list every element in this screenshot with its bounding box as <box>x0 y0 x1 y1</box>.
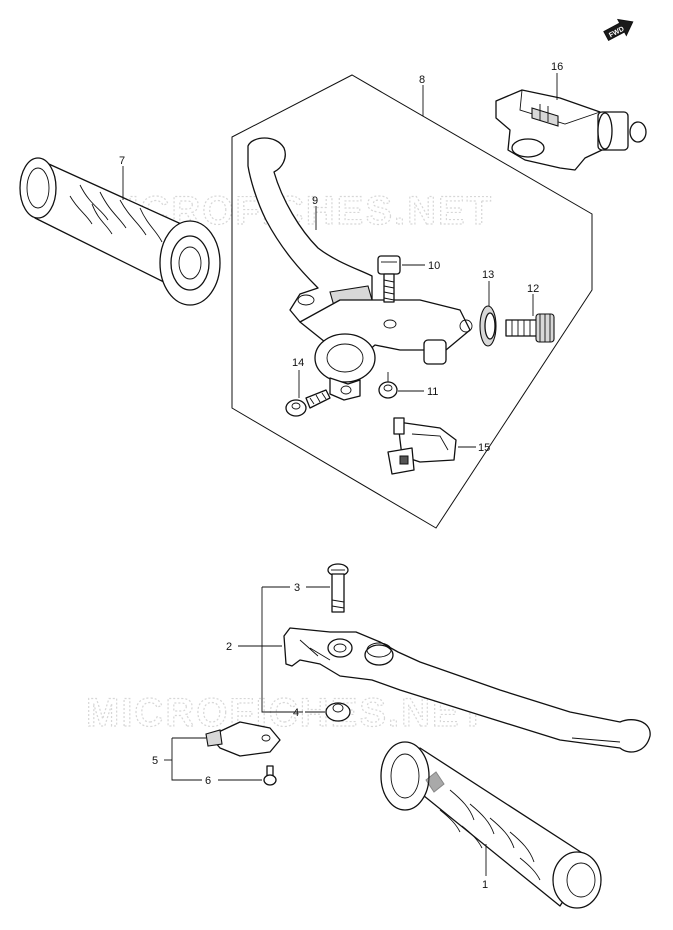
left-hand-grip-icon <box>19 157 221 306</box>
callout-2: 2 <box>226 641 232 653</box>
callout-11: 11 <box>427 386 438 398</box>
callout-12: 12 <box>527 283 539 295</box>
pivot-bolt-3-icon <box>327 563 349 613</box>
brake-lever-icon <box>283 627 651 753</box>
callout-8: 8 <box>419 74 425 86</box>
callout-6: 6 <box>205 775 211 787</box>
bolt-10-icon <box>377 255 401 303</box>
screw-6-icon <box>263 765 277 786</box>
callout-16: 16 <box>551 61 563 73</box>
right-hand-grip-icon <box>380 741 602 909</box>
switch-housing-icon <box>495 89 647 171</box>
adjuster-12-icon <box>505 313 555 343</box>
lock-nut-13-icon <box>479 305 497 347</box>
clutch-switch-icon <box>387 417 457 475</box>
forward-arrow-icon: FWD <box>603 18 634 42</box>
callout-9: 9 <box>312 195 318 207</box>
bolt-14-icon <box>285 389 331 417</box>
lever-holder-icon <box>299 299 473 401</box>
nut-11-icon <box>378 381 398 399</box>
brake-switch-icon <box>205 721 281 757</box>
callout-13: 13 <box>482 269 494 281</box>
callout-1: 1 <box>482 879 488 891</box>
watermark-bottom: MICROFICHES.NET <box>86 691 487 735</box>
callout-7: 7 <box>119 155 125 167</box>
clutch-lever-assembly-frame <box>231 74 593 529</box>
nut-4-icon <box>325 702 351 722</box>
callout-5: 5 <box>152 755 158 767</box>
callout-10: 10 <box>428 260 440 272</box>
callout-3: 3 <box>294 582 300 594</box>
callout-14: 14 <box>292 357 304 369</box>
callout-4: 4 <box>293 707 299 719</box>
callout-15: 15 <box>478 442 490 454</box>
